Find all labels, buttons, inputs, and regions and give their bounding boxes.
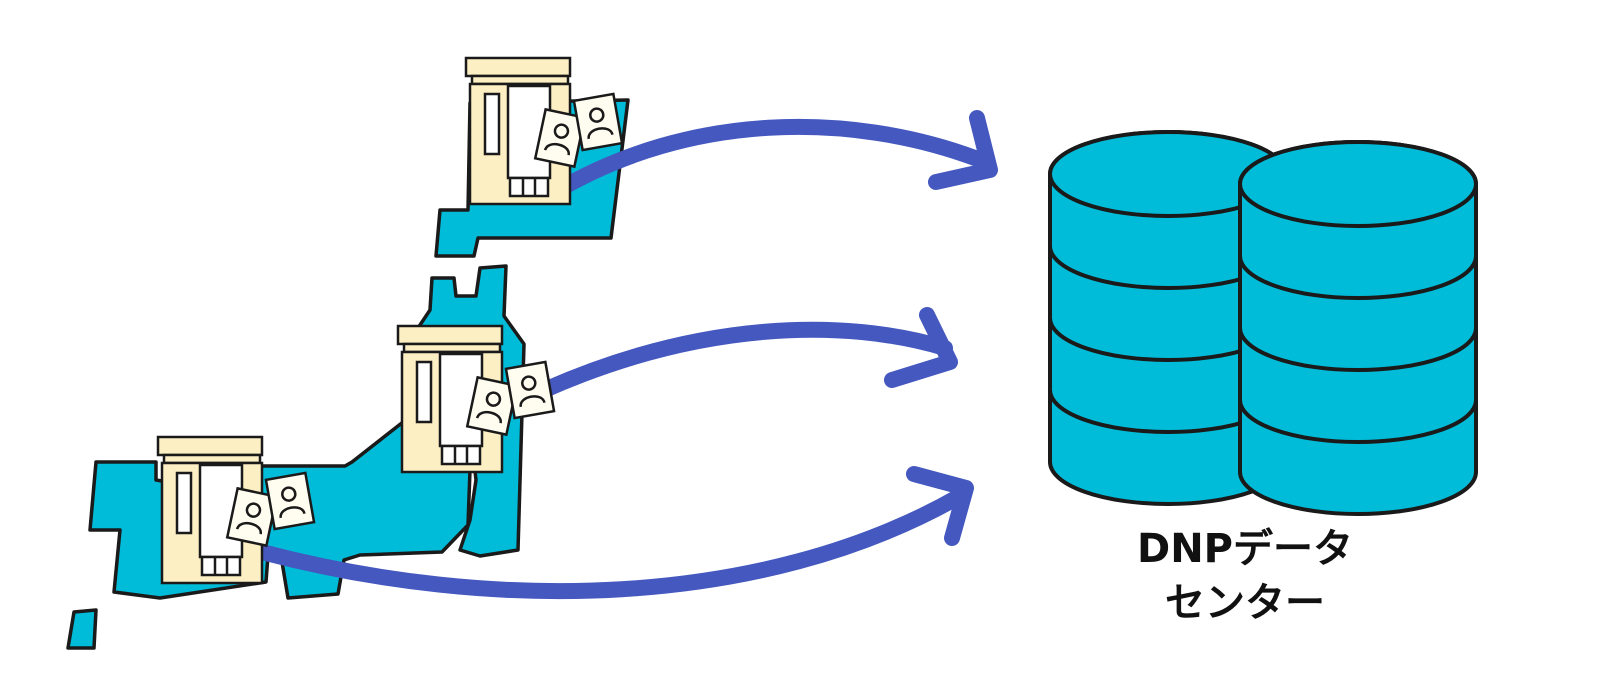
id-photo-icon [533, 107, 587, 169]
datacenter-label-line2: センター [1165, 580, 1325, 626]
arrow-south-shaft [254, 488, 968, 600]
photo-studio-building-icon [464, 56, 624, 206]
arrow-north-head [928, 110, 998, 190]
database-cylinder-icon [1238, 140, 1478, 516]
database-servers [1048, 130, 1478, 516]
photo-studios [156, 56, 624, 585]
id-photo-icon [504, 360, 556, 420]
database-cylinder-icon [1048, 130, 1288, 506]
id-photo-icon [264, 471, 316, 531]
id-photo-icon [572, 92, 624, 152]
photo-studio-building-icon [156, 435, 316, 585]
upload-arrows [254, 110, 998, 600]
arrow-north-shaft [547, 118, 983, 200]
datacenter-label-line1: DNPデータ [1137, 526, 1353, 572]
datacenter-label: DNPデータ センター [1110, 522, 1380, 630]
photo-studio-building-icon [396, 324, 556, 474]
id-photo-icon [225, 486, 279, 548]
arrow-middle-head [884, 307, 958, 388]
arrow-south-head [906, 466, 974, 546]
arrow-middle-shaft [532, 321, 953, 400]
kyushu-region [66, 608, 98, 650]
id-photo-icon [465, 375, 519, 437]
